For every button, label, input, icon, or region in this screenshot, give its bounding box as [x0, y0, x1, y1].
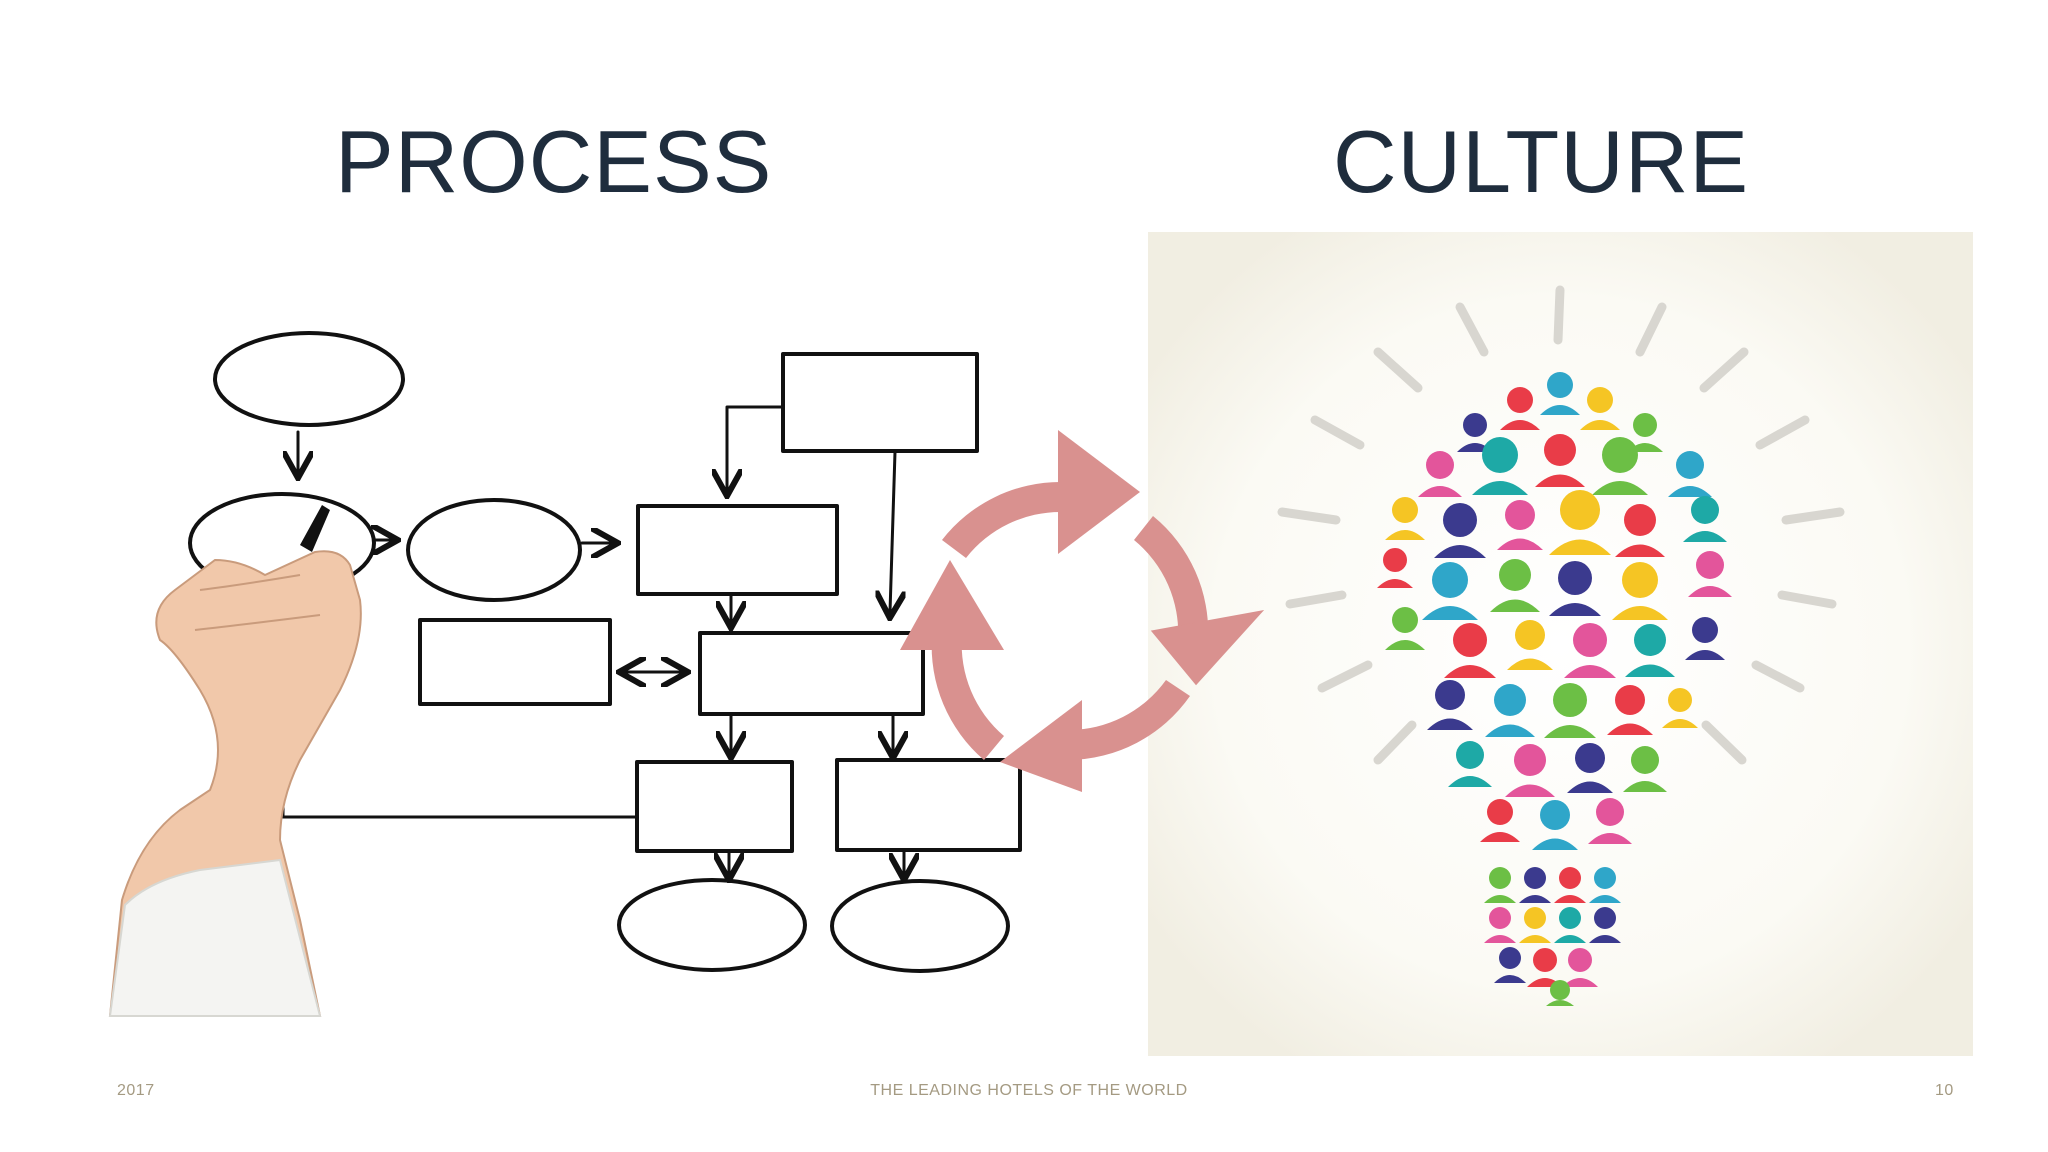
process-title: PROCESS [335, 112, 773, 211]
culture-title: CULTURE [1333, 112, 1750, 211]
flowchart-box [635, 760, 794, 853]
hand-illustration [108, 505, 362, 1017]
page-number: 10 [1935, 1082, 1954, 1099]
people-lightbulb [1377, 372, 1732, 1006]
flowchart-end-oval [617, 878, 807, 972]
flowchart-box [636, 504, 839, 596]
lightbulb-image-background [1148, 232, 1973, 1056]
footer-year: 2017 [117, 1082, 155, 1099]
flowchart-box [698, 631, 925, 716]
footer-company: THE LEADING HOTELS OF THE WORLD [870, 1082, 1188, 1099]
flowchart-oval [406, 498, 582, 602]
flowchart-box [781, 352, 979, 453]
flowchart-box [418, 618, 612, 706]
cycle-arrows-icon [900, 430, 1265, 792]
flowchart-box [835, 758, 1022, 852]
light-rays [1277, 285, 1845, 765]
flowchart-end-oval [830, 879, 1010, 973]
flowchart-start-oval [213, 331, 405, 427]
